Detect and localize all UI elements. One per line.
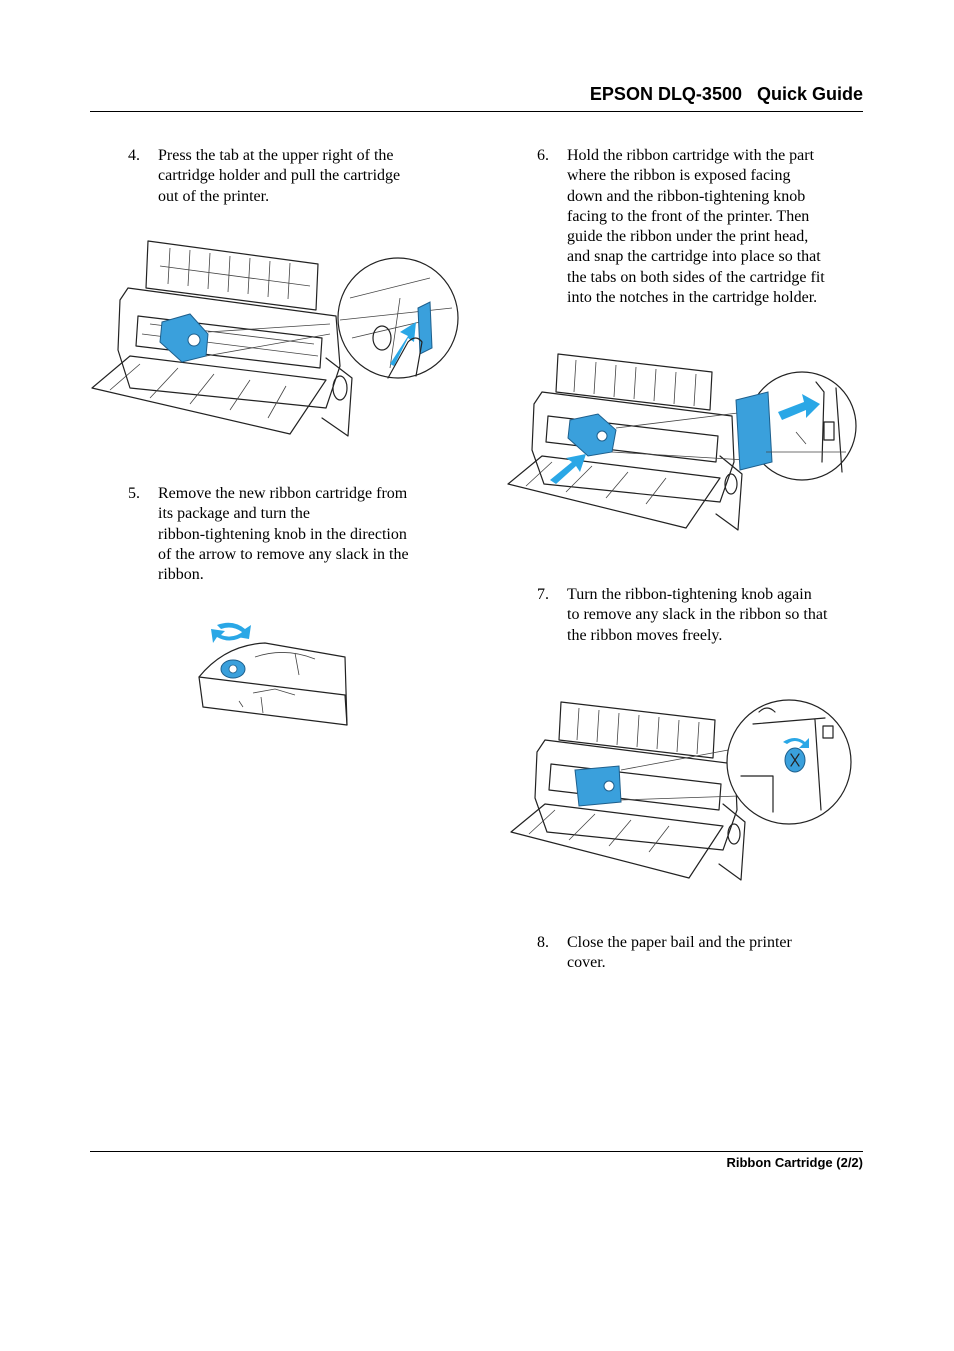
step-number: 5. <box>128 485 140 502</box>
footer-section-label: Ribbon Cartridge (2/2) <box>726 1155 863 1170</box>
step-text: Close the paper bail and the printer cov… <box>567 934 792 972</box>
printer-cartridge-removal-illustration <box>91 240 459 437</box>
page-header-title: EPSON DLQ-3500 Quick Guide <box>589 84 863 104</box>
step-text: Hold the ribbon cartridge with the part … <box>567 147 825 307</box>
step-text: Turn the ribbon-tightening knob again to… <box>567 586 828 644</box>
footer-rule <box>90 1151 863 1152</box>
ribbon-cartridge-illustration <box>198 622 348 726</box>
step-number: 4. <box>128 147 140 164</box>
header-rule <box>90 111 863 112</box>
ribbon-knob-illustration <box>510 699 852 881</box>
step-number: 6. <box>537 147 549 164</box>
step-number: 8. <box>537 934 549 951</box>
step-text: Press the tab at the upper right of the … <box>158 147 401 205</box>
step-number: 7. <box>537 586 549 603</box>
cartridge-installation-illustration <box>507 353 857 531</box>
step-text: Remove the new ribbon cartridge from its… <box>158 485 409 584</box>
